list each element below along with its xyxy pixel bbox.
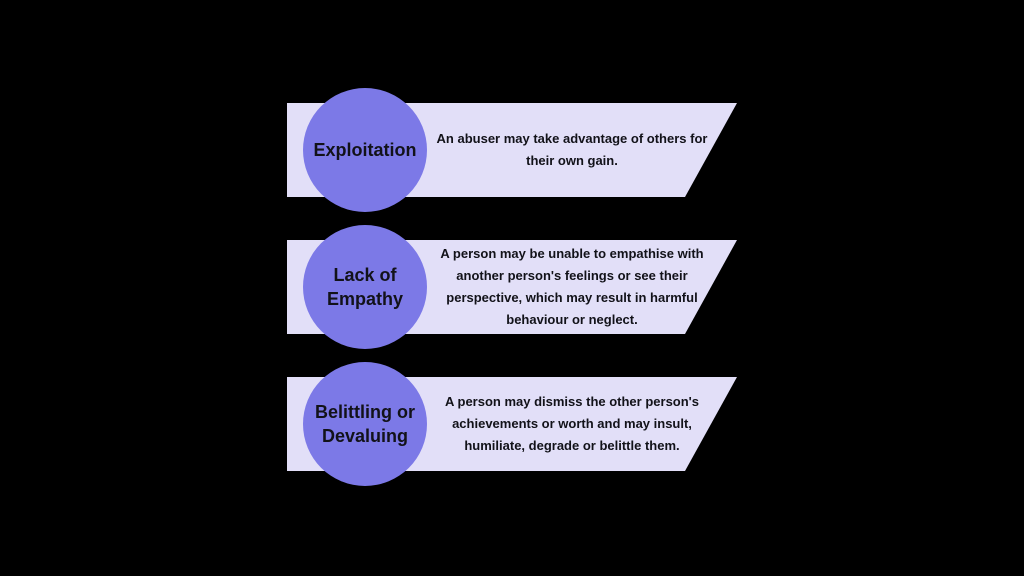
description-area: An abuser may take advantage of others f… xyxy=(422,103,722,197)
row-description: A person may dismiss the other person's … xyxy=(444,394,699,453)
row-title: Exploitation xyxy=(313,140,417,160)
description-area: A person may dismiss the other person's … xyxy=(422,377,722,471)
title-circle: Exploitation xyxy=(303,88,427,212)
row-description: A person may be unable to empathise with… xyxy=(440,246,704,327)
title-circle: Lack of Empathy xyxy=(303,225,427,349)
row-belittling-or-devaluing: A person may dismiss the other person's … xyxy=(287,362,737,486)
row-title: Belittling or Devaluing xyxy=(315,402,415,446)
row-description: An abuser may take advantage of others f… xyxy=(436,131,708,168)
description-area: A person may be unable to empathise with… xyxy=(422,240,722,334)
row-exploitation: An abuser may take advantage of others f… xyxy=(287,88,737,212)
row-title: Lack of Empathy xyxy=(326,265,404,309)
title-circle: Belittling or Devaluing xyxy=(303,362,427,486)
row-lack-of-empathy: A person may be unable to empathise with… xyxy=(287,225,737,349)
